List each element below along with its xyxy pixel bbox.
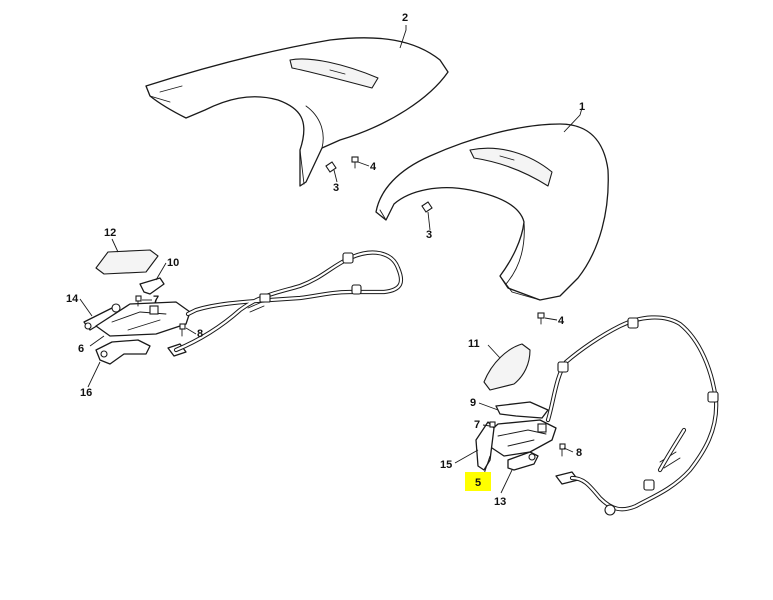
release-cable-right (545, 315, 719, 516)
callout-11[interactable]: 11 (468, 338, 480, 350)
screw-part-7-right (489, 421, 496, 428)
callout-10[interactable]: 10 (167, 257, 179, 269)
fastener-part-4-lower (537, 312, 545, 325)
latch-bracket-assembly (479, 419, 557, 457)
spring-clip-part-9 (495, 401, 549, 419)
fastener-part-4-upper (351, 156, 359, 169)
callout-4-upper[interactable]: 4 (370, 161, 377, 173)
callout-8-right[interactable]: 8 (576, 447, 582, 459)
spring-clip-part-10 (139, 277, 165, 295)
highlight-box-part-5 (465, 472, 491, 491)
pull-handle-part-13 (507, 451, 539, 471)
callout-7-left[interactable]: 7 (153, 294, 159, 306)
screw-part-8-right (559, 443, 566, 457)
release-cable-left (173, 250, 404, 353)
callout-8-left[interactable]: 8 (197, 328, 203, 340)
callout-7-right[interactable]: 7 (474, 419, 480, 431)
callout-2[interactable]: 2 (402, 12, 408, 24)
screw-part-7-left (135, 295, 142, 307)
callout-13[interactable]: 13 (494, 496, 506, 508)
leader-lines (79, 25, 583, 494)
pull-handle-part-16 (95, 339, 151, 365)
screw-part-8-left (179, 323, 186, 337)
handle-cover-part-11 (483, 343, 531, 391)
callout-9[interactable]: 9 (470, 397, 476, 409)
callout-15[interactable]: 15 (440, 459, 452, 471)
callout-3-upper[interactable]: 3 (333, 182, 339, 194)
callout-6[interactable]: 6 (78, 343, 84, 355)
callout-12[interactable]: 12 (104, 227, 116, 239)
callout-14[interactable]: 14 (66, 293, 79, 305)
tonneau-cover-part-1 (375, 123, 609, 301)
callout-3-lower[interactable]: 3 (426, 229, 432, 241)
callout-1[interactable]: 1 (579, 101, 585, 113)
handle-cover-part-12 (95, 249, 159, 275)
callout-16[interactable]: 16 (80, 387, 92, 399)
latch-bracket-part-6 (95, 301, 191, 337)
fastener-part-3-lower (421, 201, 433, 213)
fastener-part-3-upper (325, 161, 337, 173)
callout-labels: 2 1 4 3 3 4 12 10 14 7 8 6 16 11 9 7 8 1… (66, 12, 585, 508)
tonneau-cover-part-2 (145, 37, 449, 187)
callout-5[interactable]: 5 (475, 477, 481, 489)
callout-4-lower[interactable]: 4 (558, 315, 565, 327)
